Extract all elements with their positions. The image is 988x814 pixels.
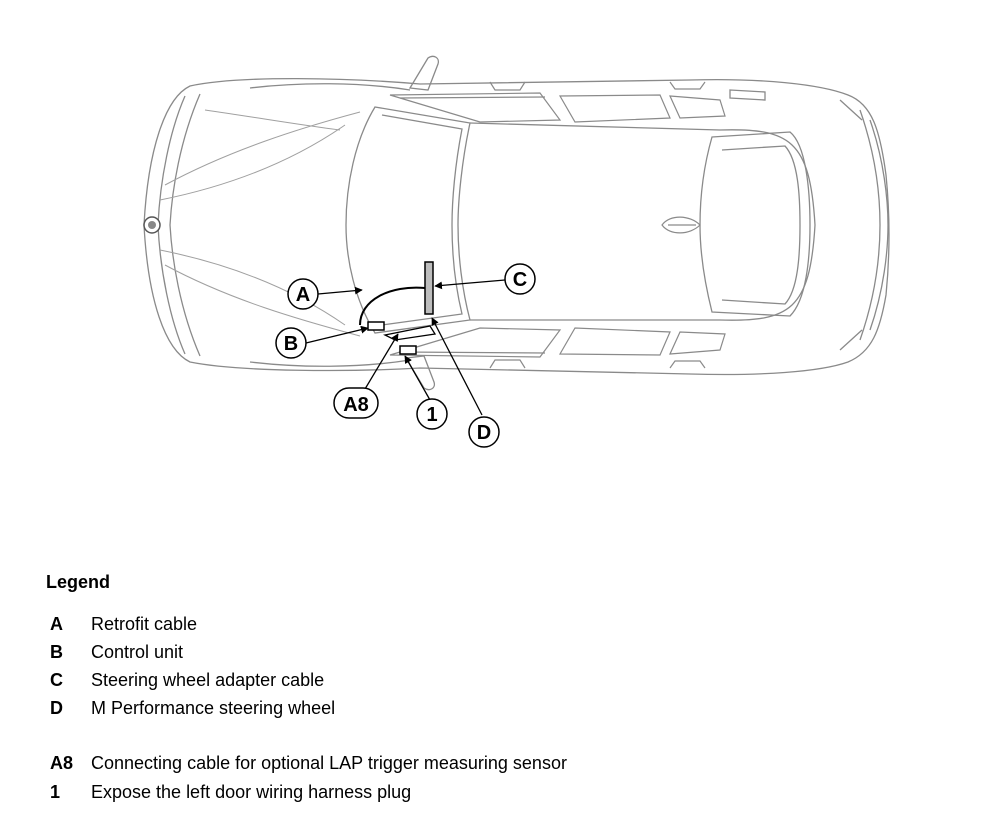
legend-text: Expose the left door wiring harness plug	[91, 782, 412, 802]
callout-a: A	[287, 278, 319, 310]
leader-c	[434, 279, 506, 290]
callout-1: 1	[416, 398, 448, 430]
leader-d	[431, 317, 483, 416]
svg-text:A8: A8	[343, 394, 369, 416]
svg-text:1: 1	[426, 404, 437, 426]
components	[359, 261, 437, 355]
steering-wheel-adapter-bar	[424, 261, 434, 315]
leader-lines	[305, 279, 506, 416]
legend-text: Steering wheel adapter cable	[91, 670, 325, 690]
cabin-glass	[345, 106, 816, 334]
legend-text: Control unit	[91, 642, 184, 662]
callout-d: D	[468, 416, 500, 448]
legend-title: Legend	[46, 572, 111, 592]
legend-code: B	[50, 642, 63, 662]
retrofit-cable-path	[359, 286, 426, 326]
leader-1	[404, 355, 431, 401]
legend-text: Connecting cable for optional LAP trigge…	[91, 753, 567, 773]
svg-text:D: D	[477, 422, 491, 444]
control-unit-box	[367, 321, 385, 331]
legend-code: C	[50, 670, 63, 690]
legend-code: A8	[50, 753, 74, 773]
legend-code: A	[50, 614, 63, 634]
leader-a8	[361, 333, 399, 395]
svg-text:A: A	[296, 284, 310, 306]
car-body	[143, 77, 890, 376]
callout-b: B	[275, 327, 307, 359]
callout-a8: A8	[333, 387, 379, 419]
legend-code: 1	[50, 782, 61, 802]
legend-text: Retrofit cable	[91, 614, 198, 634]
svg-text:B: B	[284, 333, 298, 355]
side-windows	[389, 81, 726, 369]
shark-fin-antenna	[661, 216, 701, 234]
car-top-view-diagram: A B C A8 1 D	[143, 55, 890, 448]
connector-a8-box	[399, 345, 417, 355]
svg-text:C: C	[513, 269, 527, 291]
brand-badge	[143, 216, 161, 234]
side-mirrors	[404, 55, 440, 391]
leader-a	[317, 286, 363, 295]
legend-text: M Performance steering wheel	[91, 698, 336, 718]
legend-code: D	[50, 698, 63, 718]
hood-lines	[159, 109, 361, 337]
leader-b	[305, 325, 369, 344]
callout-c: C	[504, 263, 536, 295]
